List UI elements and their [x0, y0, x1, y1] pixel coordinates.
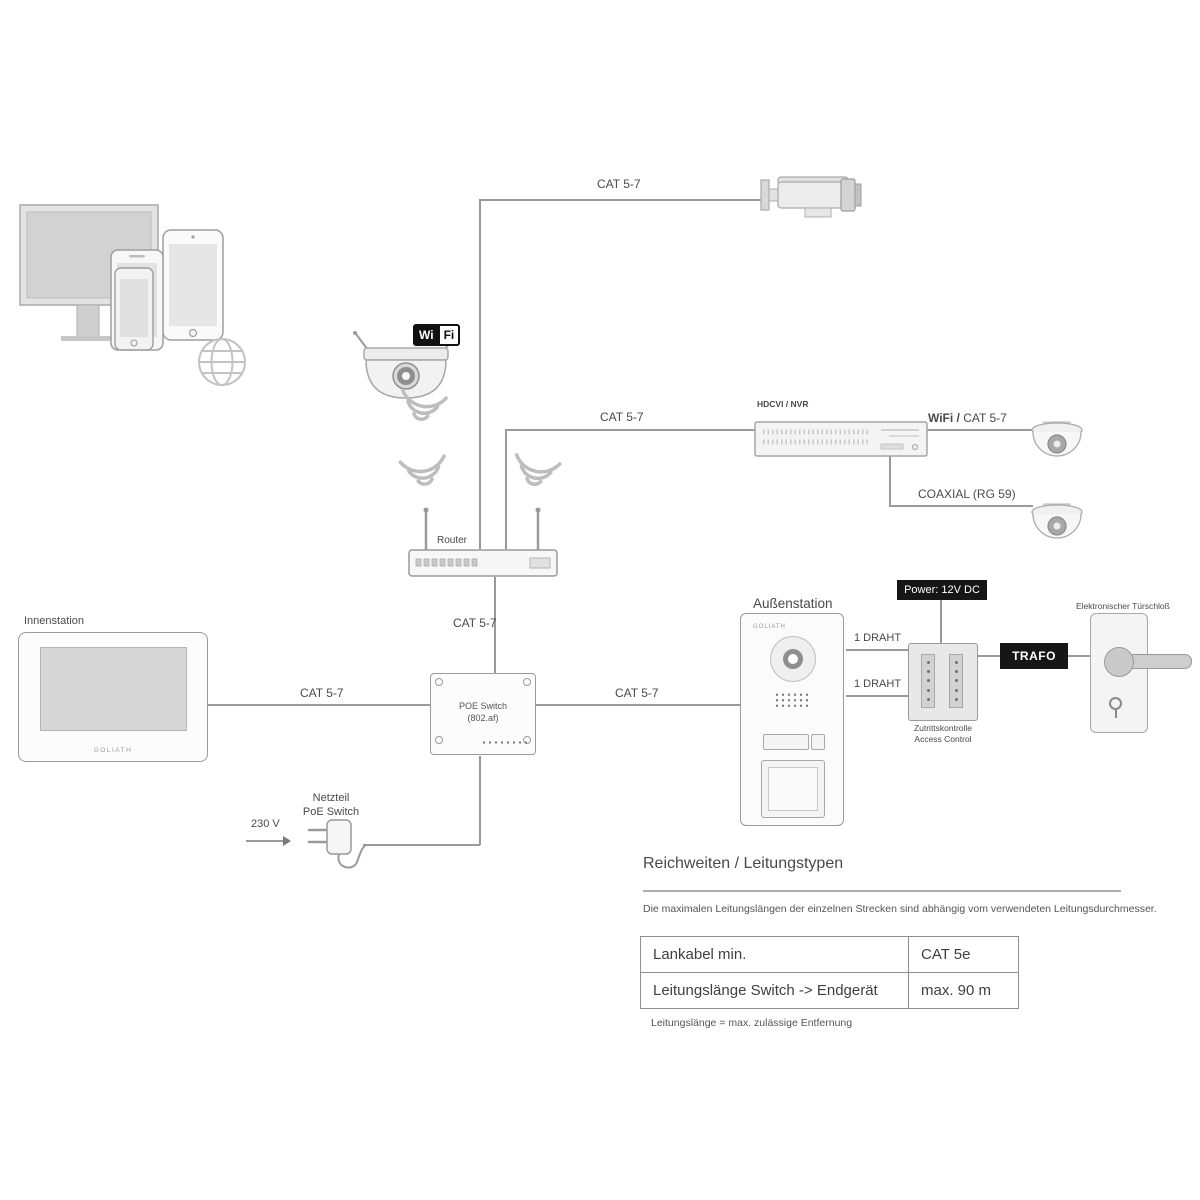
access-control-label: Zutrittskontrolle Access Control	[900, 723, 986, 745]
name-plate	[761, 760, 825, 818]
nvr-label: HDCVI / NVR	[757, 399, 809, 409]
client-devices-illustration	[19, 204, 246, 386]
tablet-icon	[162, 229, 224, 341]
wire-router-to-nvr-v	[505, 430, 507, 549]
table-row: Lankabel min. CAT 5e	[640, 936, 1019, 973]
wifi-badge: Wi Fi	[413, 324, 461, 346]
access-control-box	[908, 643, 978, 721]
wire-netzteil-h	[363, 844, 480, 846]
wire-draht-top	[846, 649, 908, 651]
call-button	[763, 734, 809, 750]
wire-router-to-nvr-h	[505, 429, 755, 431]
router-label: Router	[437, 535, 468, 546]
wire-router-to-bulletcam-v	[479, 200, 481, 549]
label-coaxial: COAXIAL (RG 59)	[918, 487, 1016, 501]
wire-trafo-to-lock	[1068, 655, 1090, 657]
power-adapter-icon	[307, 819, 367, 869]
dome-camera-coax-icon	[1031, 503, 1083, 539]
speaker-center	[783, 649, 803, 669]
table-row: Leitungslänge Switch -> Endgerät max. 90…	[640, 972, 1019, 1009]
poe-switch-line1: POE Switch	[458, 701, 507, 711]
label-wifi-bold: WiFi /	[928, 411, 960, 425]
wire-router-to-bulletcam-h	[479, 199, 762, 201]
poe-switch: POE Switch (802.af)	[430, 673, 536, 755]
door-lock-label: Elektronischer Türschloß	[1076, 601, 1170, 611]
wire-draht-bottom	[846, 695, 908, 697]
netzteil-label: Netzteil PoE Switch	[294, 791, 368, 820]
access-control-line1: Zutrittskontrolle	[913, 723, 973, 733]
bullet-camera-icon	[760, 176, 862, 218]
spec-value-cell: CAT 5e	[908, 936, 1019, 973]
wifi-badge-fi: Fi	[439, 324, 461, 346]
wire-nvr-to-dome2-h	[889, 505, 1033, 507]
phone-small-icon	[114, 267, 154, 351]
power-12v-badge: Power: 12V DC	[897, 580, 987, 600]
wire-netzteil-v	[479, 756, 481, 845]
wire-access-to-trafo	[978, 655, 1000, 657]
label-cat57-innenstation: CAT 5-7	[300, 686, 344, 700]
spec-label-cell: Lankabel min.	[640, 936, 909, 973]
wifi-badge-wi: Wi	[413, 324, 440, 346]
wifi-waves-icon	[514, 453, 562, 486]
globe-icon	[198, 338, 246, 386]
nvr-recorder-icon	[754, 421, 928, 457]
innenstation-label: Innenstation	[24, 615, 84, 627]
terminal-strip-icon	[949, 654, 963, 708]
section-description: Die maximalen Leitungslängen der einzeln…	[643, 903, 1157, 915]
microphone-dots-icon	[774, 692, 812, 708]
label-cat57-aussenstation: CAT 5-7	[615, 686, 659, 700]
label-wifi-rest: CAT 5-7	[963, 411, 1007, 425]
wifi-waves-icon	[401, 388, 448, 421]
speaker-icon	[770, 636, 816, 682]
section-title: Reichweiten / Leitungstypen	[643, 855, 844, 872]
wire-power-to-access	[940, 600, 942, 643]
section-note: Leitungslänge = max. zulässige Entfernun…	[651, 1017, 853, 1029]
netzteil-line2: PoE Switch	[302, 806, 360, 819]
keyhole-stem	[1114, 709, 1117, 718]
wire-poe-to-aussen	[536, 704, 740, 706]
innenstation-monitor: GOLIATH	[18, 632, 208, 762]
voltage-label: 230 V	[251, 818, 280, 830]
terminal-strip-icon	[921, 654, 935, 708]
label-cat57-nvr: CAT 5-7	[600, 410, 644, 424]
door-handle-rosette	[1104, 647, 1134, 677]
poe-switch-line2: (802.af)	[467, 713, 499, 724]
voltage-arrow-icon	[246, 836, 291, 846]
door-handle-bar	[1126, 654, 1192, 669]
spec-table: Lankabel min. CAT 5e Leitungslänge Switc…	[640, 936, 1019, 1009]
access-control-line2: Access Control	[914, 734, 972, 745]
innenstation-brand: GOLIATH	[93, 747, 133, 754]
screw-icon	[435, 678, 443, 686]
wire-nvr-to-dome2-v	[889, 456, 891, 506]
section-divider	[643, 890, 1121, 892]
label-wifi-cat57: WiFi / CAT 5-7	[928, 411, 1007, 425]
poe-switch-title: POE Switch (802.af)	[431, 700, 535, 724]
label-cat57-camera: CAT 5-7	[597, 177, 641, 191]
aussenstation-panel: GOLIATH	[740, 613, 844, 826]
label-cat57-router-switch: CAT 5-7	[453, 616, 497, 630]
netzteil-line1: Netzteil	[312, 792, 350, 804]
screw-icon	[523, 678, 531, 686]
label-draht-bottom: 1 DRAHT	[854, 678, 902, 690]
wire-router-to-poe	[494, 577, 496, 674]
wifi-waves-icon	[398, 454, 446, 486]
name-plate-inner	[768, 767, 818, 811]
router-icon	[408, 507, 558, 577]
call-button-small	[811, 734, 825, 750]
innenstation-screen	[40, 647, 187, 731]
poe-switch-ports	[481, 740, 527, 745]
aussenstation-brand: GOLIATH	[753, 624, 786, 630]
aussenstation-label: Außenstation	[753, 596, 833, 611]
screw-icon	[435, 736, 443, 744]
wire-nvr-to-dome1	[927, 429, 1033, 431]
dome-camera-wifi-icon	[1031, 421, 1083, 457]
spec-label-cell: Leitungslänge Switch -> Endgerät	[640, 972, 909, 1009]
wire-innen-to-poe	[208, 704, 430, 706]
trafo-badge: TRAFO	[1000, 643, 1068, 669]
label-draht-top: 1 DRAHT	[854, 632, 902, 644]
spec-value-cell: max. 90 m	[908, 972, 1019, 1009]
